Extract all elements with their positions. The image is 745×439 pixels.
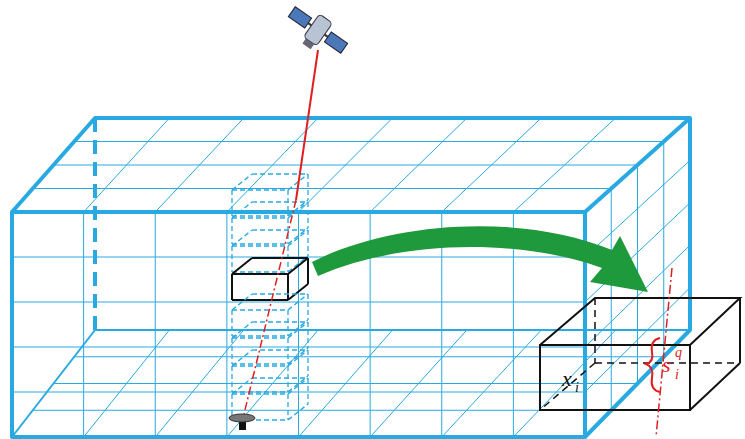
satellite-symbol [280,0,352,65]
zoom-arrow [312,226,648,292]
path-length-symbol: s [662,354,671,376]
variable-symbol: x [562,368,572,390]
signal-ray [296,50,318,200]
signal-ray-path [244,200,296,414]
superscript-index: q [675,346,682,360]
subscript-index: i [675,368,679,382]
inset-cell [540,298,740,410]
grid-lines [12,118,690,437]
subscript-index: i [575,381,579,395]
voxel-column [232,174,308,420]
receiver-symbol [229,414,255,430]
path-length-brace [646,338,660,392]
inset-ray [656,268,672,437]
volume-outline [12,118,690,437]
